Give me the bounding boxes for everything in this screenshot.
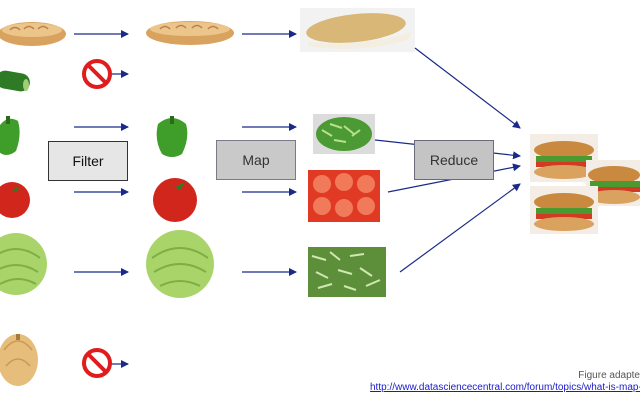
tomato-icon	[153, 178, 197, 222]
shredded-lettuce-icon	[308, 247, 386, 297]
map-label: Map	[242, 152, 270, 168]
reduce-stage-box: Reduce	[414, 140, 494, 180]
sliced-tomato-icon	[308, 170, 380, 222]
onion-icon	[0, 334, 38, 386]
filter-stage-box: Filter	[48, 141, 128, 181]
reduce-label: Reduce	[429, 152, 479, 168]
tomato-icon	[0, 182, 30, 218]
bread-loaf-icon	[0, 22, 66, 46]
green-pepper-icon	[156, 116, 188, 157]
sandwich-icon	[530, 186, 598, 234]
cucumber-icon	[0, 70, 30, 92]
source-link[interactable]: http://www.datasciencecentral.com/forum/…	[370, 382, 640, 393]
sliced-bread-icon	[300, 8, 415, 52]
lettuce-icon	[146, 230, 214, 298]
figure-credit: Figure adapte	[578, 370, 640, 381]
map-stage-box: Map	[216, 140, 296, 180]
filter-label: Filter	[72, 153, 104, 169]
prohibit-icon	[82, 348, 112, 378]
sandwich-icon	[586, 160, 640, 206]
chopped-pepper-icon	[313, 114, 375, 154]
green-pepper-icon	[0, 116, 20, 155]
lettuce-icon	[0, 233, 47, 295]
prohibit-icon	[82, 59, 112, 89]
bread-loaf-icon	[146, 21, 234, 45]
